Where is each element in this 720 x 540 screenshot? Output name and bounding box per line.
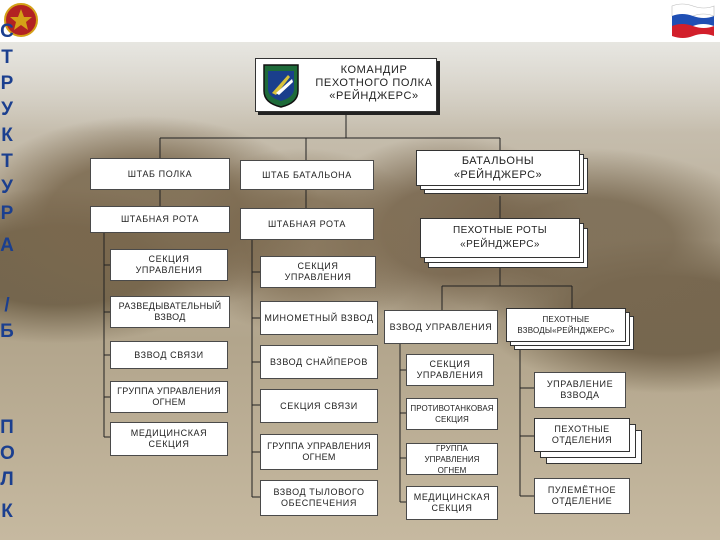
rear-support-platoon-box: ВЗВОД ТЫЛОВОГО ОБЕСПЕЧЕНИЯ xyxy=(260,480,378,516)
antitank-section-box: ПРОТИВОТАНКОВАЯ СЕКЦИЯ xyxy=(406,398,498,430)
regiment-fire-control-box: ГРУППА УПРАВЛЕНИЯ ОГНЕМ xyxy=(110,381,228,413)
sniper-platoon-box: ВЗВОД СНАЙПЕРОВ xyxy=(260,345,378,379)
company-control-platoon-box: ВЗВОД УПРАВЛЕНИЯ xyxy=(384,310,498,344)
commander-line: ПЕХОТНОГО ПОЛКА xyxy=(314,77,434,90)
battalion-fire-control-box: ГРУППА УПРАВЛЕНИЯ ОГНЕМ xyxy=(260,434,378,470)
regiment-control-section-box: СЕКЦИЯ УПРАВЛЕНИЯ xyxy=(110,249,228,281)
regiment-hq-company-box: ШТАБНАЯ РОТА xyxy=(90,206,230,233)
company-medical-section-box: МЕДИЦИНСКАЯ СЕКЦИЯ xyxy=(406,486,498,520)
company-control-section-box: СЕКЦИЯ УПРАВЛЕНИЯ xyxy=(406,354,494,386)
commander-line: КОМАНДИР xyxy=(314,64,434,77)
recon-platoon-box: РАЗВЕДЫВАТЕЛЬНЫЙ ВЗВОД xyxy=(110,296,230,328)
battalion-hq-box: ШТАБ БАТАЛЬОНА xyxy=(240,160,374,190)
infantry-squads-box: ПЕХОТНЫЕ ОТДЕЛЕНИЯ xyxy=(534,418,630,452)
regiment-medical-section-box: МЕДИЦИНСКАЯ СЕКЦИЯ xyxy=(110,422,228,456)
infantry-squads-stack: ПЕХОТНЫЕ ОТДЕЛЕНИЯ xyxy=(534,418,644,466)
infantry-platoons-stack: ПЕХОТНЫЕ ВЗВОДЫ«РЕЙНДЖЕРС» xyxy=(506,308,636,352)
company-fire-control-box: ГРУППА УПРАВЛЕНИЯ ОГНЕМ xyxy=(406,443,498,475)
commander-line: «РЕЙНДЖЕРС» xyxy=(314,90,434,103)
infantry-platoons-box: ПЕХОТНЫЕ ВЗВОДЫ«РЕЙНДЖЕРС» xyxy=(506,308,626,342)
battalion-signal-section-box: СЕКЦИЯ СВЯЗИ xyxy=(260,389,378,423)
commander-title: КОМАНДИР ПЕХОТНОГО ПОЛКА «РЕЙНДЖЕРС» xyxy=(314,64,434,103)
platoon-control-box: УПРАВЛЕНИЕ ВЗВОДА xyxy=(534,372,626,408)
machine-gun-squad-box: ПУЛЕМЁТНОЕ ОТДЕЛЕНИЕ xyxy=(534,478,630,514)
battalions-stack: БАТАЛЬОНЫ «РЕЙНДЖЕРС» xyxy=(416,150,592,196)
regiment-hq-box: ШТАБ ПОЛКА xyxy=(90,158,230,190)
regiment-signal-platoon-box: ВЗВОД СВЯЗИ xyxy=(110,341,228,369)
commander-box: КОМАНДИР ПЕХОТНОГО ПОЛКА «РЕЙНДЖЕРС» xyxy=(255,58,437,112)
battalion-hq-company-box: ШТАБНАЯ РОТА xyxy=(240,208,374,240)
ranger-patch-icon xyxy=(262,63,300,109)
battalion-control-section-box: СЕКЦИЯ УПРАВЛЕНИЯ xyxy=(260,256,376,288)
mortar-platoon-box: МИНОМЕТНЫЙ ВЗВОД xyxy=(260,301,378,335)
companies-stack: ПЕХОТНЫЕ РОТЫ «РЕЙНДЖЕРС» xyxy=(420,218,594,270)
battalions-box: БАТАЛЬОНЫ «РЕЙНДЖЕРС» xyxy=(416,150,580,186)
companies-box: ПЕХОТНЫЕ РОТЫ «РЕЙНДЖЕРС» xyxy=(420,218,580,258)
